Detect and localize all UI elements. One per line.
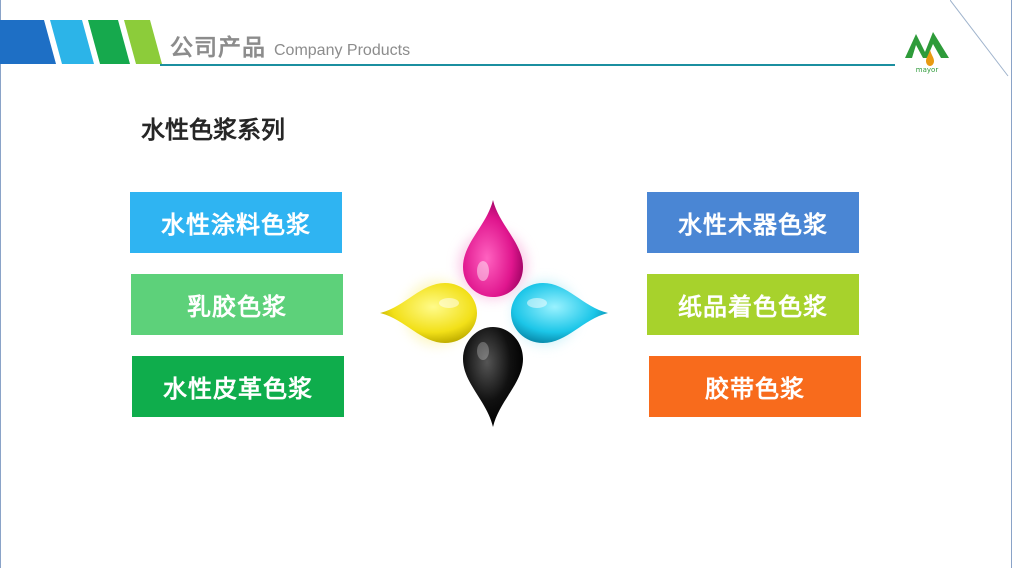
header-underline: [160, 64, 895, 66]
title-en: Company Products: [274, 42, 411, 59]
product-tape-paste[interactable]: 胶带色浆: [649, 356, 861, 417]
title-cn: 公司产品: [170, 35, 266, 61]
cyan-drop: [511, 283, 608, 343]
product-latex-paste[interactable]: 乳胶色浆: [131, 274, 343, 335]
yellow-drop: [380, 283, 477, 343]
stripe-lightgreen: [124, 20, 162, 64]
product-waterborne-coating-paste[interactable]: 水性涂料色浆: [130, 192, 342, 253]
magenta-drop: [463, 200, 523, 297]
mountain-drop-logo-icon: mayor: [905, 32, 949, 74]
black-drop: [463, 327, 523, 427]
stripe-blue: [0, 20, 56, 64]
corner-decoration: [950, 0, 1009, 77]
stripe-green: [88, 20, 130, 64]
header-title: 公司产品 Company Products: [170, 28, 410, 62]
section-heading: 水性色浆系列: [141, 116, 285, 144]
product-paper-coloring-paste[interactable]: 纸品着色色浆: [647, 274, 859, 335]
cmyk-ink-drops-icon: [380, 200, 608, 427]
header-stripes: [0, 20, 162, 64]
stripe-lightblue: [50, 20, 94, 64]
product-waterborne-wood-paste[interactable]: 水性木器色浆: [647, 192, 859, 253]
logo-text: mayor: [916, 66, 939, 74]
product-waterborne-leather-paste[interactable]: 水性皮革色浆: [132, 356, 344, 417]
